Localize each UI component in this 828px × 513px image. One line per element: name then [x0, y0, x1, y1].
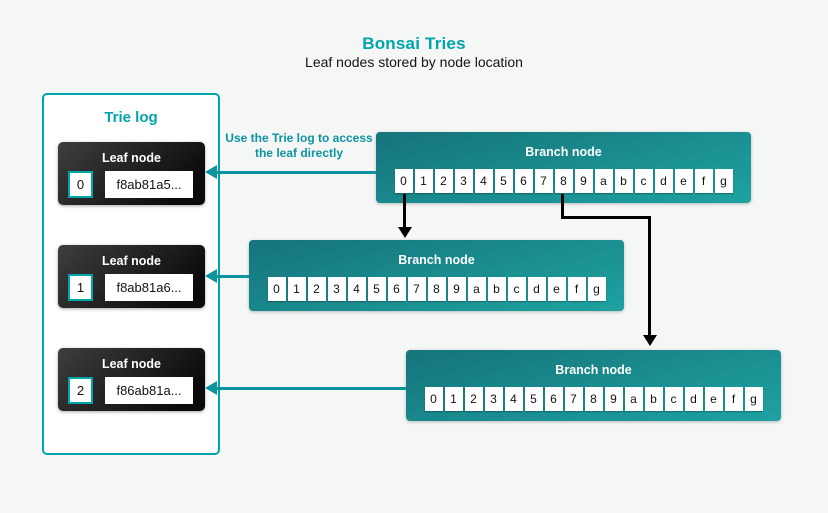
- branch-cell: g: [587, 277, 606, 301]
- leaf-index-box: 2: [68, 377, 93, 404]
- diagram-title: Bonsai Tries: [362, 34, 466, 53]
- arrow-line-branch3-to-leaf2: [216, 386, 406, 390]
- arrow-head-branch2-to-leaf1: [205, 269, 217, 283]
- branch-node-label: Branch node: [398, 253, 475, 267]
- leaf-hash-box: f86ab81a...: [105, 377, 193, 404]
- leaf-node-label: Leaf node: [101, 357, 162, 371]
- branch-cell: 5: [494, 169, 513, 193]
- diagram-subtitle: Leaf nodes stored by node location: [305, 54, 523, 70]
- branch-cell: 2: [464, 387, 483, 411]
- branch-cell: e: [674, 169, 693, 193]
- leaf-node-card-0: Leaf node 0 f8ab81a5...: [58, 142, 205, 205]
- branch-cell: e: [704, 387, 723, 411]
- branch-cell: 4: [504, 387, 523, 411]
- arrow-head-cell0-to-branch2: [397, 227, 412, 238]
- leaf-node-card-1: Leaf node 1 f8ab81a6...: [58, 245, 205, 308]
- branch-cell: g: [714, 169, 733, 193]
- branch-cell: 8: [427, 277, 446, 301]
- arrow-head-branch3-to-leaf2: [205, 381, 217, 395]
- arrow-line-cell8-across: [561, 216, 651, 219]
- arrow-line-cell8-to-branch3: [648, 216, 651, 336]
- arrow-line-cell0-to-branch2: [403, 194, 406, 229]
- branch-cell: 0: [394, 169, 413, 193]
- branch-cell: 6: [544, 387, 563, 411]
- branch-cell: c: [634, 169, 653, 193]
- leaf-node-card-2: Leaf node 2 f86ab81a...: [58, 348, 205, 411]
- branch-cell: 9: [574, 169, 593, 193]
- branch-cell: 7: [407, 277, 426, 301]
- annotation-text: Use the Trie log to access the leaf dire…: [225, 131, 373, 160]
- branch-cell: 8: [584, 387, 603, 411]
- leaf-index-box: 0: [68, 171, 93, 198]
- leaf-node-label: Leaf node: [101, 151, 162, 165]
- branch-cell: f: [567, 277, 586, 301]
- branch-cell: 6: [514, 169, 533, 193]
- branch-cell: 4: [474, 169, 493, 193]
- arrow-head-branch1-to-leaf0: [205, 165, 217, 179]
- branch-cell: 9: [447, 277, 466, 301]
- branch-cell: f: [694, 169, 713, 193]
- leaf-node-label: Leaf node: [101, 254, 162, 268]
- branch-cell: 4: [347, 277, 366, 301]
- branch-cell: 1: [414, 169, 433, 193]
- branch-cell: d: [684, 387, 703, 411]
- branch-cell: 6: [387, 277, 406, 301]
- branch-cell: e: [547, 277, 566, 301]
- leaf-index-box: 1: [68, 274, 93, 301]
- branch-cell: 0: [424, 387, 443, 411]
- branch-cell: 9: [604, 387, 623, 411]
- branch-cell: a: [467, 277, 486, 301]
- branch-cell: d: [527, 277, 546, 301]
- arrow-line-cell8-down: [561, 194, 564, 219]
- branch-cell: b: [644, 387, 663, 411]
- branch-cell: 7: [564, 387, 583, 411]
- branch-cell: a: [624, 387, 643, 411]
- branch-cell: b: [614, 169, 633, 193]
- branch-cell: 3: [327, 277, 346, 301]
- leaf-hash-box: f8ab81a5...: [105, 171, 193, 198]
- branch-cell: 3: [484, 387, 503, 411]
- branch-node-label: Branch node: [525, 145, 602, 159]
- arrow-head-cell8-to-branch3: [642, 335, 657, 346]
- branch-cell: 8: [554, 169, 573, 193]
- arrow-line-branch2-to-leaf1: [216, 274, 249, 278]
- branch-cell: 2: [307, 277, 326, 301]
- branch-cell: g: [744, 387, 763, 411]
- branch-cell: 3: [454, 169, 473, 193]
- branch-cell: 1: [444, 387, 463, 411]
- branch-cell: c: [507, 277, 526, 301]
- trie-log-title: Trie log: [104, 109, 158, 126]
- branch-cell: 0: [267, 277, 286, 301]
- branch-cell: f: [724, 387, 743, 411]
- branch-node-label: Branch node: [555, 363, 632, 377]
- branch-cell: d: [654, 169, 673, 193]
- branch-cell: a: [594, 169, 613, 193]
- branch-cell: c: [664, 387, 683, 411]
- branch-cell: 5: [524, 387, 543, 411]
- branch-cell: 7: [534, 169, 553, 193]
- branch-cell: b: [487, 277, 506, 301]
- branch-cell: 2: [434, 169, 453, 193]
- arrow-line-branch1-to-leaf0: [216, 170, 376, 174]
- branch-cell: 5: [367, 277, 386, 301]
- leaf-hash-box: f8ab81a6...: [105, 274, 193, 301]
- branch-cell: 1: [287, 277, 306, 301]
